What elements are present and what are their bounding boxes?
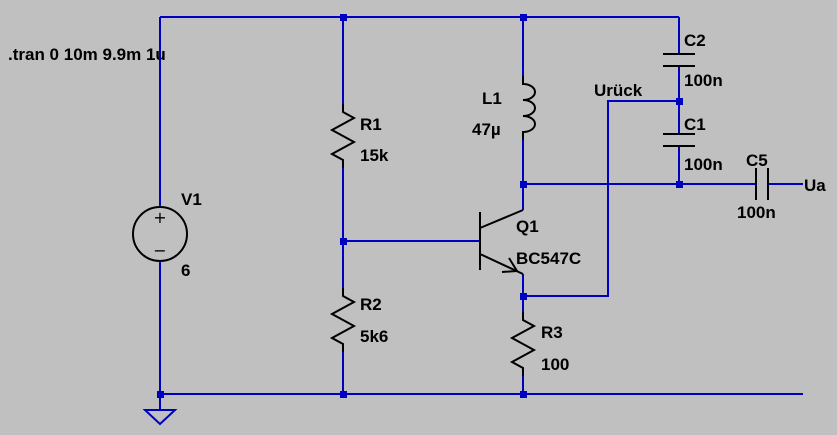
r1-resistor-icon[interactable] bbox=[329, 104, 357, 168]
q1-name-label: Q1 bbox=[516, 217, 539, 236]
junction-dot bbox=[520, 391, 527, 398]
transistor-collector-lead bbox=[479, 209, 524, 229]
q1-value-label: BC547C bbox=[516, 249, 581, 268]
c1-name-label: C1 bbox=[684, 115, 706, 134]
wires bbox=[159, 16, 803, 410]
junction-dot bbox=[520, 293, 527, 300]
junction-dot bbox=[340, 391, 347, 398]
v1-value-label: 6 bbox=[181, 261, 190, 280]
c1-capacitor-icon[interactable] bbox=[663, 133, 695, 147]
junction-dot bbox=[520, 14, 527, 21]
junction-dot bbox=[157, 391, 164, 398]
l1-value-label: 47µ bbox=[472, 120, 501, 139]
r2-value-label: 5k6 bbox=[360, 327, 388, 346]
minus-sign: − bbox=[153, 241, 166, 260]
c2-capacitor-icon[interactable] bbox=[663, 53, 695, 67]
r3-name-label: R3 bbox=[541, 323, 563, 342]
ground-symbol-icon[interactable] bbox=[142, 409, 178, 426]
net-label-output[interactable]: Ua bbox=[804, 176, 826, 195]
spice-directive[interactable]: .tran 0 10m 9.9m 1u bbox=[8, 45, 166, 64]
l1-inductor-icon[interactable] bbox=[522, 76, 536, 140]
c5-capacitor-icon[interactable] bbox=[755, 168, 769, 200]
r2-name-label: R2 bbox=[360, 295, 382, 314]
junction-dot bbox=[340, 14, 347, 21]
r3-value-label: 100 bbox=[541, 355, 569, 374]
junctions bbox=[157, 14, 683, 398]
r1-name-label: R1 bbox=[360, 115, 382, 134]
feedback-wire[interactable] bbox=[523, 100, 679, 297]
c2-value-label: 100n bbox=[684, 71, 723, 90]
junction-dot bbox=[520, 181, 527, 188]
plus-sign: + bbox=[153, 208, 166, 227]
r1-value-label: 15k bbox=[360, 146, 389, 165]
r2-resistor-icon[interactable] bbox=[329, 288, 357, 352]
c1-value-label: 100n bbox=[684, 155, 723, 174]
emitter-arrow-icon bbox=[501, 257, 519, 273]
junction-dot bbox=[676, 181, 683, 188]
voltage-source-icon bbox=[132, 206, 188, 262]
c5-name-label: C5 bbox=[746, 151, 768, 170]
v1-voltage-source[interactable]: + − bbox=[132, 206, 188, 262]
junction-dot bbox=[676, 98, 683, 105]
q1-transistor[interactable] bbox=[479, 209, 524, 275]
r3-resistor-icon[interactable] bbox=[509, 312, 537, 376]
c5-value-label: 100n bbox=[737, 203, 776, 222]
junction-dot bbox=[340, 238, 347, 245]
c2-name-label: C2 bbox=[684, 31, 706, 50]
v1-name-label: V1 bbox=[181, 190, 202, 209]
net-label-feedback[interactable]: Urück bbox=[594, 81, 643, 100]
l1-name-label: L1 bbox=[482, 89, 502, 108]
